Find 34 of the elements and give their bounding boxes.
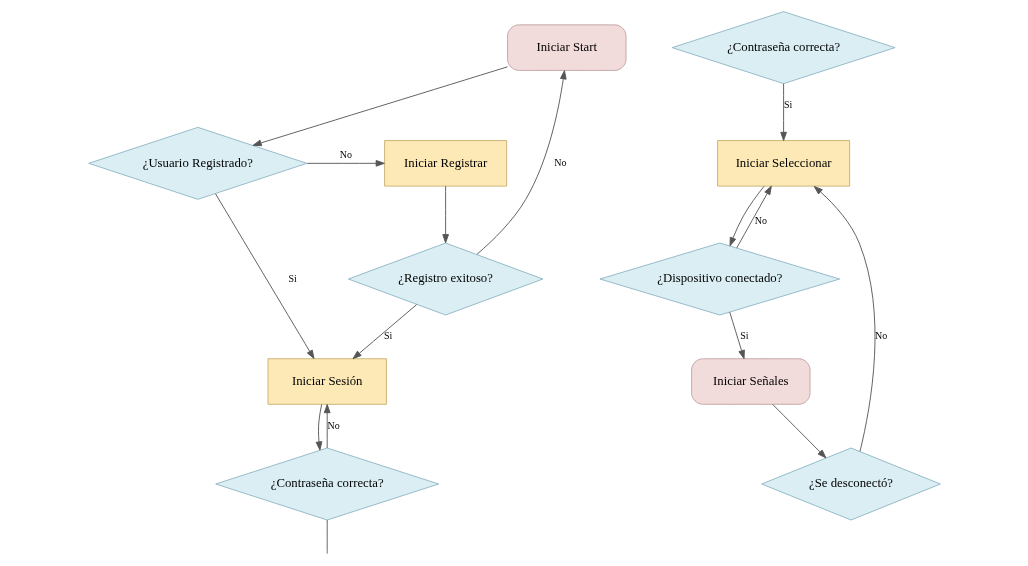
edge-label: No (754, 214, 767, 226)
arrow (252, 66, 508, 147)
node-diamond: ¿Usuario Registrado? (87, 126, 307, 200)
connector (326, 519, 328, 555)
node-box: Iniciar Seleccionar (716, 140, 850, 187)
node-diamond: ¿Registro exitoso? (347, 242, 543, 316)
edge-label: No (339, 148, 352, 160)
arrow (728, 311, 745, 360)
arrow (771, 404, 826, 459)
edge-label: No (553, 156, 567, 168)
node-box: Iniciar Start (506, 24, 626, 71)
arrow (315, 404, 322, 451)
arrow (779, 83, 787, 141)
edge-label: No (874, 330, 887, 342)
edge-label: Si (287, 272, 297, 284)
arrow (729, 185, 765, 247)
arrow (323, 404, 330, 449)
edge-label: Si (739, 330, 749, 342)
arrow (441, 185, 449, 244)
edge-label: No (326, 419, 340, 431)
arrow (813, 185, 875, 452)
node-box: Iniciar Sesión (267, 358, 387, 405)
arrow (214, 193, 314, 359)
edge-label: Si (383, 330, 392, 342)
arrow (306, 160, 385, 167)
node-box: Iniciar Registrar (383, 140, 507, 187)
arrow (476, 70, 567, 255)
node-box: Iniciar Señales (690, 358, 810, 405)
node-diamond: ¿Contraseña correcta? (214, 447, 439, 521)
node-diamond: ¿Contraseña correcta? (671, 11, 896, 85)
edge-label: Si (783, 99, 792, 111)
arrow (352, 304, 417, 360)
arrow (735, 185, 772, 249)
node-diamond: ¿Dispositivo conectado? (599, 242, 840, 316)
